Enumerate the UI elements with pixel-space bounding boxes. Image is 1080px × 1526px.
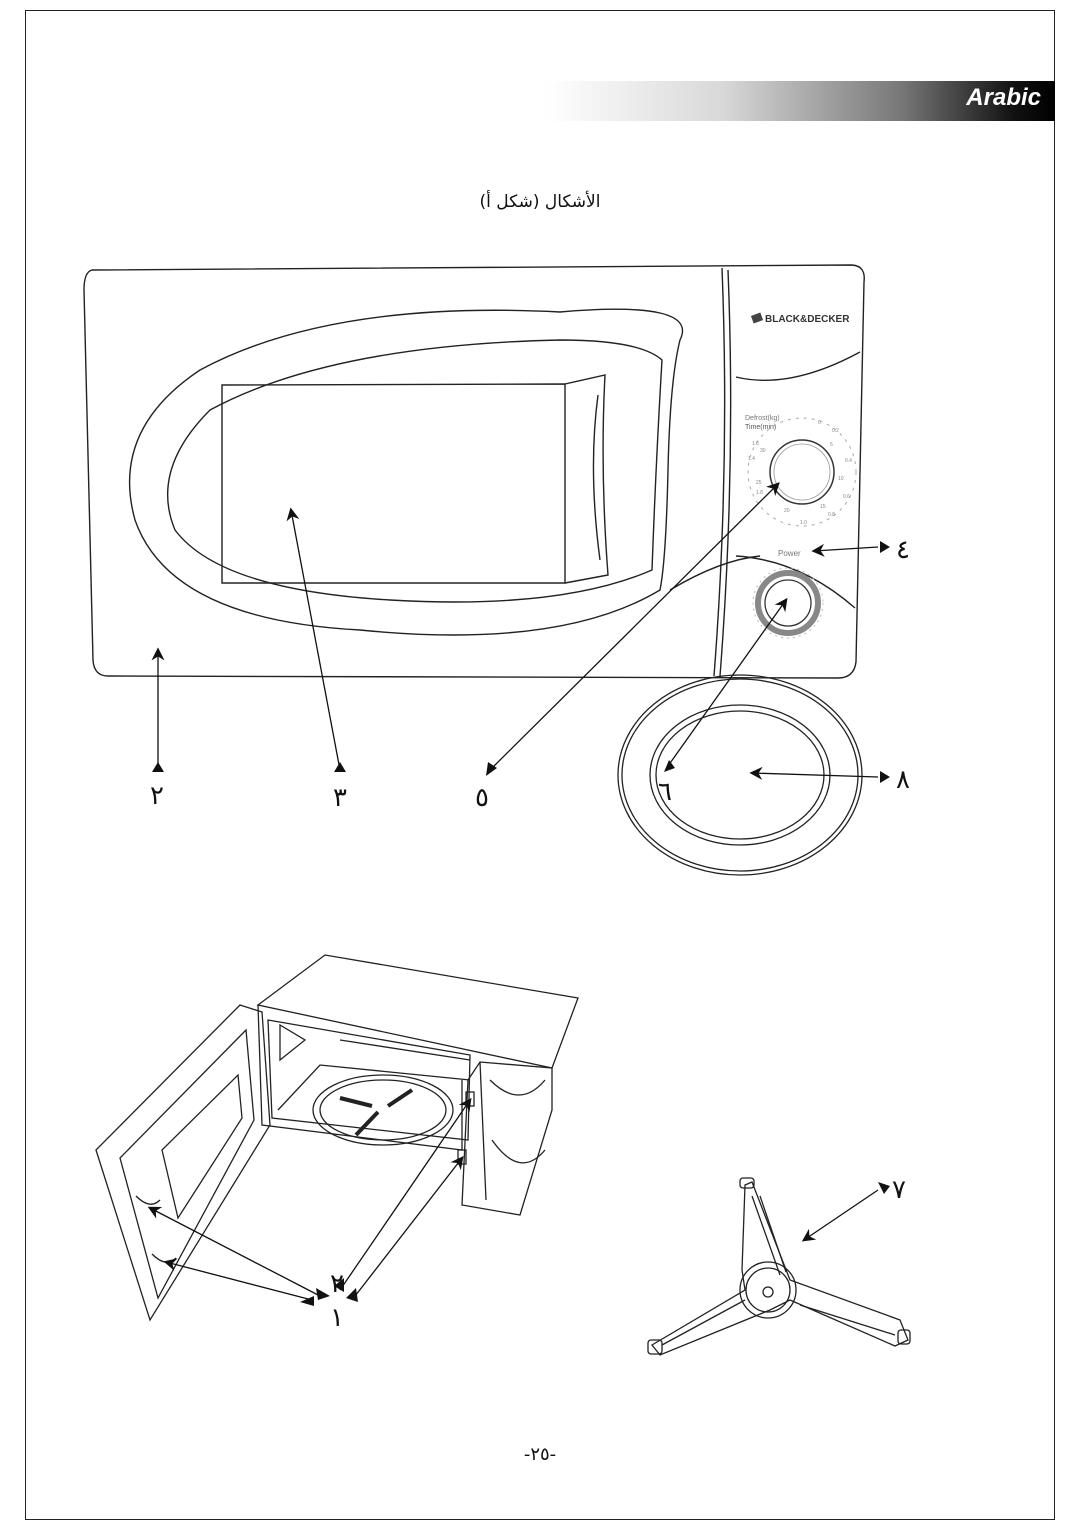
svg-text:15: 15 (820, 504, 826, 510)
time-label: Time(min) (745, 424, 776, 431)
callout-7: ٧ (892, 1175, 906, 1205)
svg-text:1.6: 1.6 (752, 441, 759, 447)
callout-5: ٥ (475, 783, 489, 813)
callout-2: ٢ (150, 781, 164, 811)
callout-3: ٣ (333, 783, 347, 813)
language-label: Arabic (966, 84, 1041, 111)
front-view-leaders (151, 482, 879, 771)
svg-text:1.0: 1.0 (800, 520, 807, 526)
svg-text:0.8: 0.8 (828, 512, 835, 518)
microwave-front-view (83, 264, 865, 679)
roller-support (647, 1177, 911, 1356)
callout-4: ٤ (896, 535, 910, 565)
front-view-pointers (152, 541, 890, 776)
power-label: Power (778, 549, 801, 558)
figure-title: الأشكال (شكل أ) (479, 192, 601, 212)
svg-text:0.2: 0.2 (832, 428, 839, 434)
language-banner: Arabic (545, 81, 1055, 121)
power-dial: Power (752, 549, 824, 639)
tray-pointer (880, 771, 890, 783)
timer-dial: Defrost(kg) Time(min) 00.20.4 0.60.81.0 … (745, 415, 857, 527)
svg-text:10: 10 (838, 476, 844, 482)
open-view-pointers (300, 1278, 358, 1306)
svg-text:25: 25 (756, 480, 762, 486)
roller-leader (801, 1189, 879, 1242)
tray-leader (749, 766, 879, 780)
roller-pointer (878, 1182, 890, 1194)
defrost-label: Defrost(kg) (745, 415, 780, 422)
brand-logo-text: BLACK&DECKER (765, 314, 850, 325)
svg-text:5: 5 (830, 442, 833, 448)
svg-text:0.6: 0.6 (843, 494, 850, 500)
svg-text:20: 20 (784, 508, 790, 514)
open-view-leaders (147, 1097, 472, 1301)
svg-text:1.4: 1.4 (748, 456, 755, 462)
page-border (25, 10, 1055, 1520)
svg-text:1.8: 1.8 (756, 490, 763, 496)
brand-logo: BLACK&DECKER (750, 312, 850, 325)
callout-8: ٨ (896, 765, 910, 795)
svg-text:0.4: 0.4 (845, 458, 852, 464)
page-number: -٢٥- (523, 1444, 557, 1465)
svg-text:0: 0 (818, 420, 821, 426)
callout-6: ٦ (658, 777, 672, 807)
callout-1: ١ (330, 1303, 344, 1333)
callout-2-open-view: ٢ (330, 1269, 344, 1299)
svg-text:30: 30 (760, 448, 766, 454)
microwave-open-view (95, 954, 579, 1322)
